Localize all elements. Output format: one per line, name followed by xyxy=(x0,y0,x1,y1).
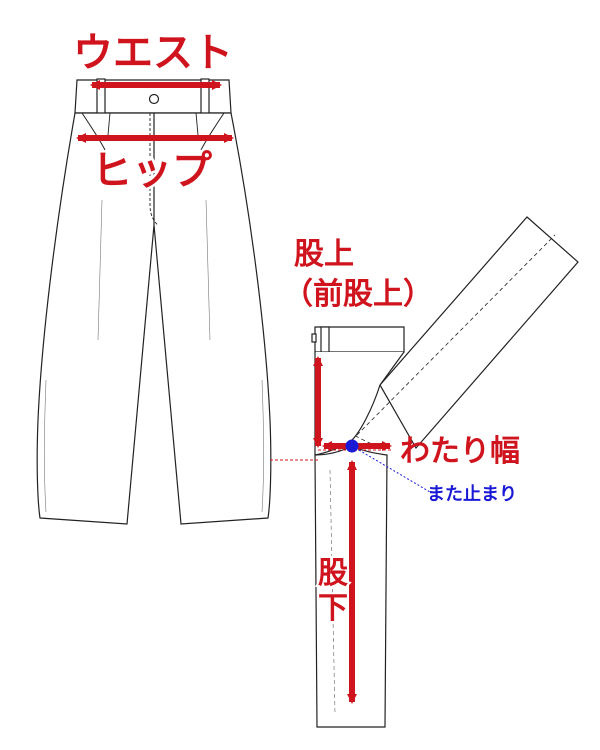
pants-body-outline xyxy=(36,112,272,525)
side-button xyxy=(311,333,317,343)
rise-label: 股上 xyxy=(294,237,354,272)
crotch-point-dot xyxy=(345,439,359,453)
inseam-label-top: 股 xyxy=(318,556,348,591)
hem-seam-right xyxy=(261,379,264,513)
labels: ウエスト ヒップ 股上 （前股上） わたり幅 また止まり 股 下 xyxy=(71,28,521,629)
crease-right xyxy=(205,199,211,341)
crotch-point-label: また止まり xyxy=(427,483,517,505)
pleat-left xyxy=(107,112,111,136)
side-belt-loop xyxy=(320,326,330,353)
crease-left xyxy=(97,199,103,341)
standing-leg-seam xyxy=(329,469,336,716)
inseam-label-bottom: 下 xyxy=(318,591,348,626)
crotch-point-callout xyxy=(351,445,431,493)
hip-label: ヒップ xyxy=(92,148,212,194)
fly-seam xyxy=(149,113,159,226)
pleat-right xyxy=(195,112,199,136)
front-pants-drawing xyxy=(36,78,272,525)
waist-label: ウエスト xyxy=(73,30,233,76)
raised-leg-outline xyxy=(379,216,579,450)
raised-leg-seam xyxy=(351,234,556,441)
front-rise-label: （前股上） xyxy=(283,277,433,312)
waist-button-icon xyxy=(148,93,160,105)
thigh-width-label: わたり幅 xyxy=(400,434,520,469)
hem-seam-left xyxy=(44,379,47,513)
